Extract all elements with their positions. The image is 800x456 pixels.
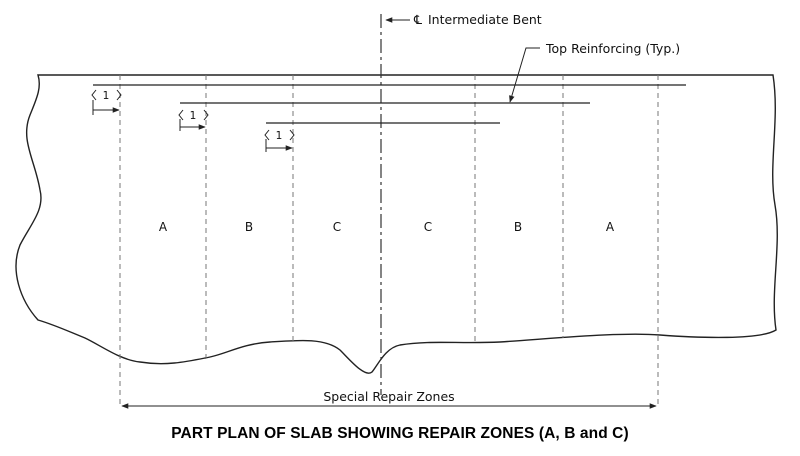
centerline-label: Intermediate Bent: [428, 12, 542, 27]
zone-label: A: [159, 220, 168, 234]
zone-label: A: [606, 220, 615, 234]
note-marker-2: 1: [190, 110, 197, 122]
zone-dividers: [119, 75, 659, 408]
reinforcing-leader: [509, 47, 540, 103]
zone-label: B: [245, 220, 253, 234]
note-markers: [91, 89, 295, 152]
centerline-symbol: ℄: [413, 12, 422, 27]
zone-label: C: [424, 220, 432, 234]
special-repair-zones-label: Special Repair Zones: [323, 389, 454, 404]
zone-label: B: [514, 220, 522, 234]
reinforcing-bars: [93, 84, 686, 124]
zone-label: C: [333, 220, 341, 234]
note-marker-1: 1: [103, 90, 110, 102]
note-marker-3: 1: [276, 130, 283, 142]
drawing-caption: PART PLAN OF SLAB SHOWING REPAIR ZONES (…: [171, 425, 629, 442]
top-reinforcing-label: Top Reinforcing (Typ.): [545, 41, 680, 56]
slab-outline: [15, 74, 778, 374]
